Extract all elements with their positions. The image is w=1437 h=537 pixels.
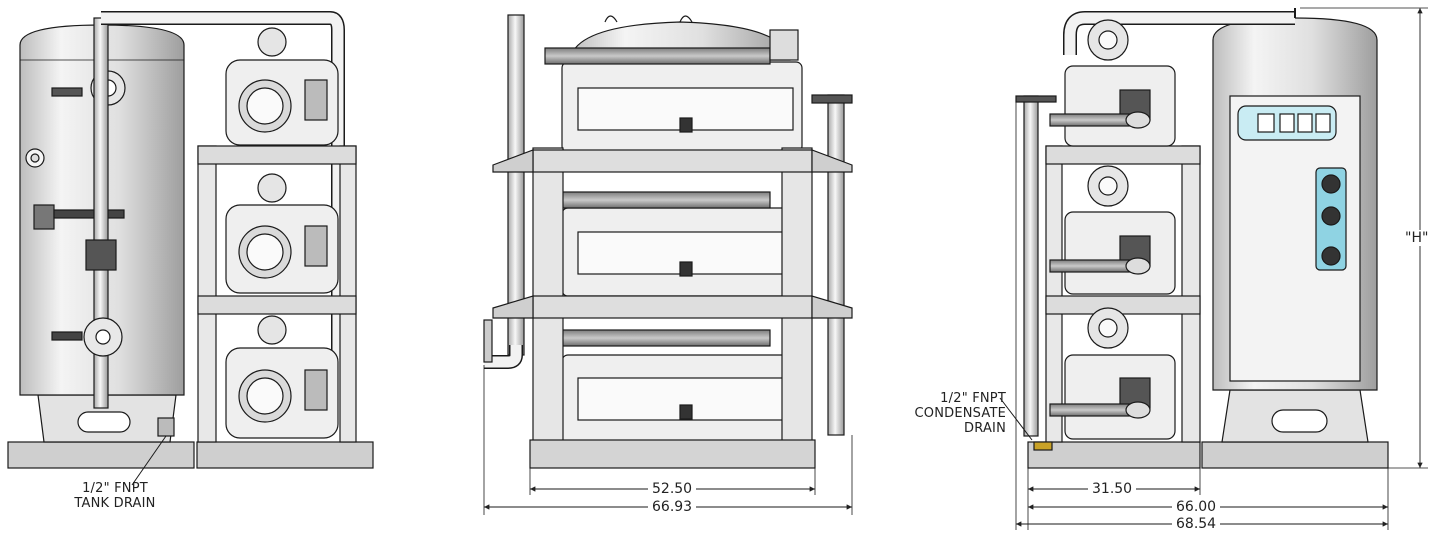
tank-drain-label: 1/2" FNPT TANK DRAIN [55, 481, 175, 511]
tank-drain-label-line2: TANK DRAIN [74, 496, 156, 511]
left-frame [197, 145, 217, 443]
left-compressor-3 [225, 315, 339, 439]
condensate-label-line2: CONDENSATE [914, 406, 1006, 421]
right-compressor-1 [1049, 19, 1176, 147]
dim-68-54: 68.54 [1172, 516, 1221, 532]
right-frame-skid [1027, 441, 1201, 469]
condensate-label-line1: 1/2" FNPT [940, 391, 1006, 406]
right-tank-skid [1201, 441, 1389, 469]
left-compressor-2 [225, 173, 339, 294]
condensate-label-line3: DRAIN [964, 421, 1006, 436]
front-compressor-1 [561, 61, 803, 153]
right-compressor-2 [1049, 165, 1176, 295]
left-frame-skid [196, 441, 374, 469]
front-compressor-2 [561, 207, 803, 297]
left-tank-drain-valve [157, 417, 175, 437]
condensate-drain-label: 1/2" FNPT CONDENSATE DRAIN [880, 391, 1006, 436]
right-side-view [999, 7, 1428, 530]
dim-66-00: 66.00 [1172, 499, 1221, 515]
front-base [529, 439, 816, 469]
condensate-drain-fitting [1033, 441, 1053, 451]
left-side-view [7, 11, 374, 486]
dim-66-93: 66.93 [648, 499, 697, 515]
dim-31-50: 31.50 [1088, 481, 1137, 497]
left-compressor-1 [225, 27, 339, 146]
front-view [483, 14, 853, 515]
dim-52-50: 52.50 [648, 481, 697, 497]
front-compressor-3 [561, 354, 803, 446]
right-compressor-3 [1049, 307, 1176, 440]
left-tank-skid [7, 441, 195, 469]
right-frame [1045, 145, 1063, 443]
tank-drain-label-line1: 1/2" FNPT [82, 481, 148, 496]
height-dimension-label: "H" [1401, 230, 1433, 246]
